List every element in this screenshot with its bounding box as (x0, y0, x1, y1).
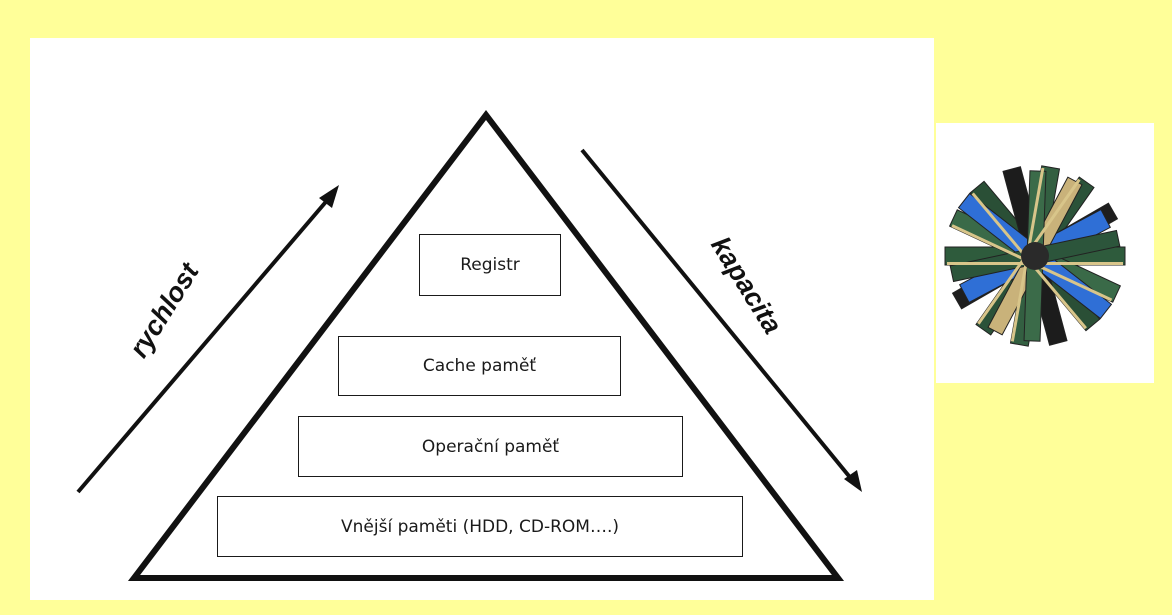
capacity-arrow-line (580, 148, 855, 483)
level-main-memory-label: Operační paměť (421, 436, 560, 457)
level-external-memory-label: Vnější paměti (HDD, CD-ROM….) (341, 516, 619, 537)
level-cache: Cache paměť (338, 336, 621, 396)
level-external-memory: Vnější paměti (HDD, CD-ROM….) (217, 496, 743, 557)
speed-arrow-line (76, 195, 332, 494)
level-main-memory: Operační paměť (298, 416, 683, 477)
pyramid-triangle (127, 110, 845, 581)
level-cache-label: Cache paměť (422, 356, 537, 376)
level-register-label: Registr (460, 255, 520, 275)
capacity-arrow-head (844, 470, 862, 492)
ram-modules-photo (944, 165, 1126, 347)
level-register: Registr (419, 234, 561, 296)
speed-arrow-head (319, 185, 339, 208)
